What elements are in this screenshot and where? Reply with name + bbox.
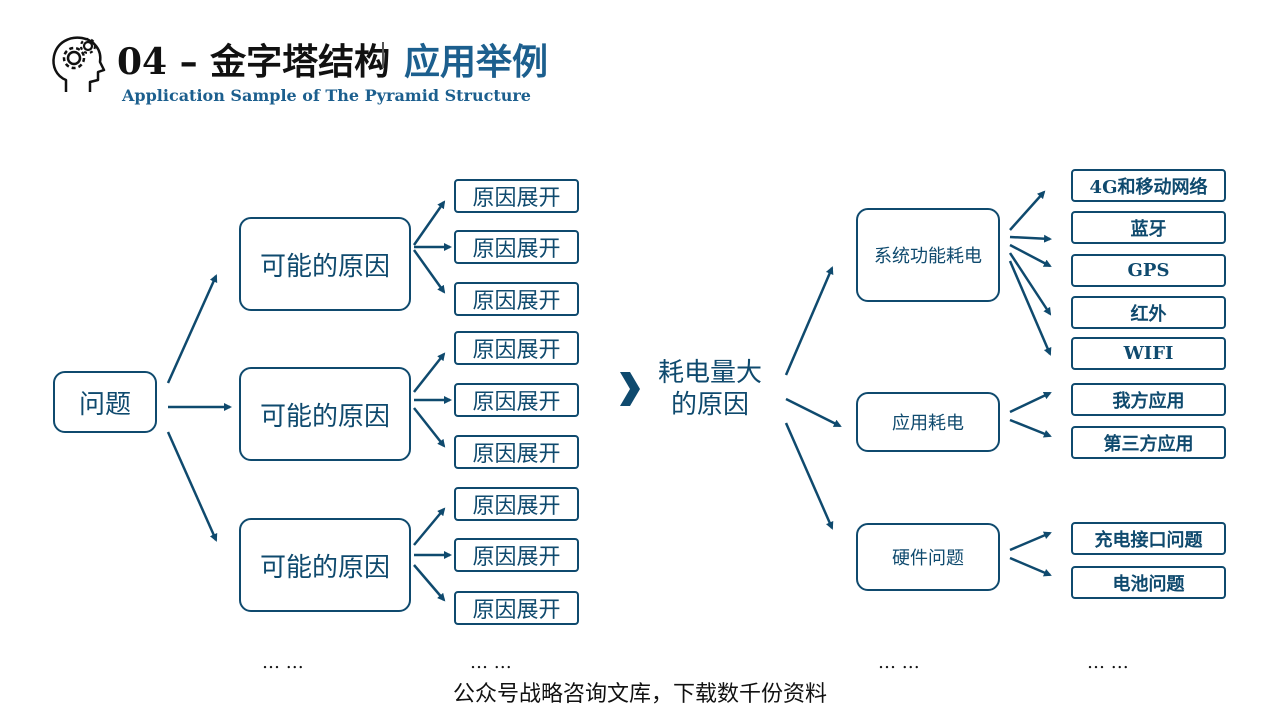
- cause-detail-box: 原因展开: [454, 591, 579, 625]
- cause-label: 可能的原因: [259, 552, 390, 583]
- app-item-box: 我方应用: [1071, 383, 1226, 416]
- page-subtitle: Application Sample of The Pyramid Struct…: [122, 86, 531, 105]
- app-item-label: 第三方应用: [1103, 433, 1194, 455]
- page-title-number: 04 – 金字塔结构: [117, 41, 391, 83]
- cause-detail-box: 原因展开: [454, 435, 579, 469]
- head-gears-icon: [52, 36, 106, 92]
- app-item-box: 第三方应用: [1071, 426, 1226, 459]
- hardware-item-box: 电池问题: [1071, 566, 1226, 599]
- ellipsis-text: … …: [262, 652, 304, 673]
- hardware-item-label: 充电接口问题: [1094, 529, 1203, 551]
- header-icon: [48, 32, 110, 96]
- cause-detail-label: 原因展开: [472, 186, 561, 211]
- app-power-box: 应用耗电: [856, 392, 1000, 452]
- system-power-label: 系统功能耗电: [874, 246, 982, 267]
- app-item-label: 我方应用: [1112, 390, 1185, 412]
- cause-detail-label: 原因展开: [472, 442, 561, 467]
- chevron-right-icon: [620, 372, 640, 406]
- hardware-item-label: 电池问题: [1112, 573, 1185, 595]
- system-item-label: GPS: [1127, 260, 1170, 281]
- hardware-label: 硬件问题: [892, 548, 964, 569]
- footer-note: 公众号战略咨询文库，下载数千份资料: [452, 682, 827, 707]
- cause-detail-box: 原因展开: [454, 538, 579, 572]
- system-item-label: 红外: [1130, 303, 1167, 325]
- system-power-box: 系统功能耗电: [856, 208, 1000, 302]
- hardware-item-box: 充电接口问题: [1071, 522, 1226, 555]
- power-cause-root-line2: 的原因: [670, 390, 749, 420]
- power-cause-root-line1: 耗电量大: [657, 358, 762, 388]
- system-item-box: 红外: [1071, 296, 1226, 329]
- cause-detail-label: 原因展开: [472, 494, 561, 519]
- system-item-box: 4G和移动网络: [1071, 169, 1226, 202]
- ellipsis-text: … …: [878, 652, 920, 673]
- cause-box: 可能的原因: [239, 217, 411, 311]
- cause-detail-box: 原因展开: [454, 282, 579, 316]
- root-problem-box: 问题: [53, 371, 157, 433]
- root-problem-label: 问题: [78, 389, 131, 420]
- cause-detail-label: 原因展开: [472, 338, 561, 363]
- system-item-box: WIFI: [1071, 337, 1226, 370]
- title-divider: [382, 42, 384, 68]
- cause-detail-box: 原因展开: [454, 179, 579, 213]
- hardware-box: 硬件问题: [856, 523, 1000, 591]
- cause-detail-label: 原因展开: [472, 545, 561, 570]
- cause-label: 可能的原因: [259, 251, 390, 282]
- cause-detail-label: 原因展开: [472, 237, 561, 262]
- system-item-label: 4G和移动网络: [1089, 176, 1208, 198]
- cause-detail-label: 原因展开: [472, 390, 561, 415]
- system-item-label: 蓝牙: [1130, 218, 1167, 240]
- ellipsis-text: … …: [470, 652, 512, 673]
- ellipsis-text: … …: [1087, 652, 1129, 673]
- cause-detail-box: 原因展开: [454, 487, 579, 521]
- cause-detail-label: 原因展开: [472, 598, 561, 623]
- cause-detail-box: 原因展开: [454, 383, 579, 417]
- system-item-label: WIFI: [1123, 343, 1174, 364]
- cause-box: 可能的原因: [239, 518, 411, 612]
- power-cause-root: 耗电量大 的原因: [650, 357, 770, 421]
- cause-detail-label: 原因展开: [472, 289, 561, 314]
- cause-detail-box: 原因展开: [454, 331, 579, 365]
- cause-label: 可能的原因: [259, 401, 390, 432]
- app-power-label: 应用耗电: [892, 413, 964, 434]
- system-item-box: 蓝牙: [1071, 211, 1226, 244]
- page-title-topic: 应用举例: [404, 41, 549, 83]
- cause-box: 可能的原因: [239, 367, 411, 461]
- system-item-box: GPS: [1071, 254, 1226, 287]
- cause-detail-box: 原因展开: [454, 230, 579, 264]
